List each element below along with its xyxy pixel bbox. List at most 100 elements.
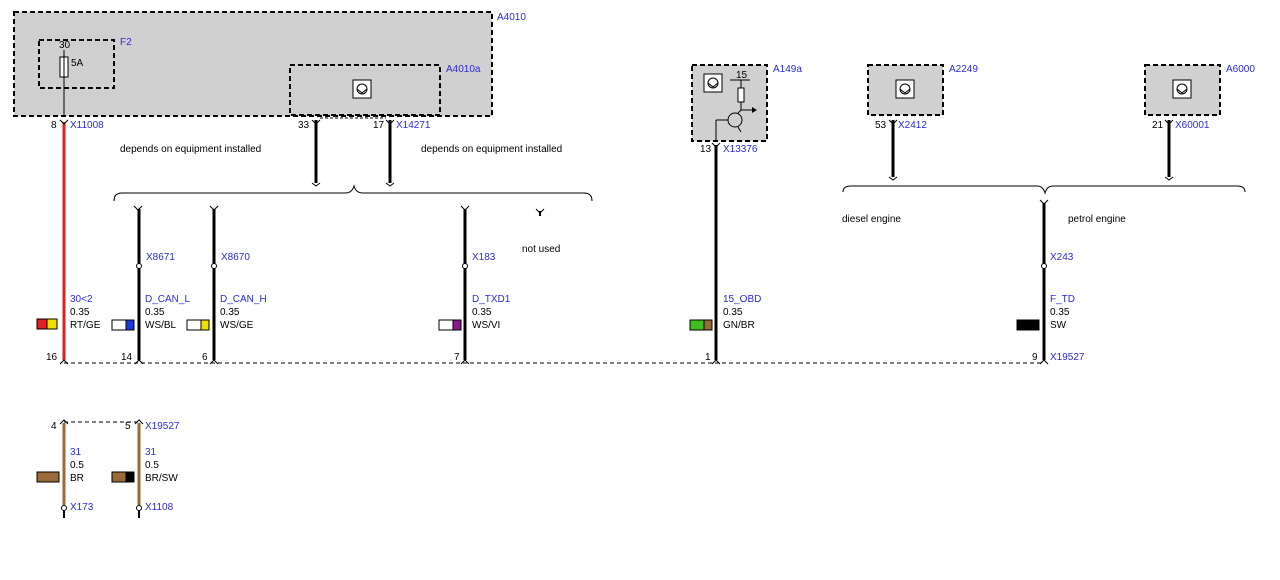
fuse-rating: 5A — [71, 58, 84, 69]
wire-label-g2: 31 0.5 BR/SW — [111, 447, 178, 484]
wire-signal: 31 — [145, 447, 157, 458]
pin-number: 17 — [373, 120, 385, 131]
color-swatch-icon — [111, 471, 127, 483]
module-a149a-box — [691, 64, 768, 142]
connector-label[interactable]: X19527 — [1050, 352, 1085, 363]
connector-arrow-icon — [311, 119, 321, 125]
connector-label[interactable]: X183 — [472, 252, 496, 263]
wire-d-can-l[interactable] — [133, 205, 143, 360]
pin-number: 21 — [1152, 120, 1164, 131]
connector-arrow-icon — [711, 359, 721, 365]
wire-size: 0.35 — [723, 307, 743, 318]
wire-size: 0.35 — [472, 307, 492, 318]
connector-label[interactable]: X2412 — [898, 120, 927, 131]
connector-label[interactable]: X1108 — [145, 502, 174, 513]
wire-d-txd1[interactable] — [460, 205, 470, 360]
color-swatch-icon — [125, 471, 135, 483]
module-a2249[interactable]: A2249 — [867, 64, 978, 116]
module-a4010a-label: A4010a — [446, 64, 481, 75]
note-not-used: not used — [522, 244, 560, 255]
pin-number: 14 — [121, 352, 133, 363]
wire-color: WS/VI — [472, 320, 500, 331]
diag-connector-x19527[interactable] — [59, 359, 1049, 365]
connector-arrow-icon — [209, 359, 219, 365]
module-a2249-label: A2249 — [949, 64, 978, 75]
connector-label[interactable]: X60001 — [1175, 120, 1210, 131]
wire-pin-17[interactable] — [385, 119, 395, 187]
module-a4010a[interactable]: A4010a — [289, 64, 481, 116]
wire-break-icon — [888, 176, 898, 181]
color-swatch-icon — [1016, 319, 1040, 331]
wire-ground-br-sw[interactable] — [136, 423, 142, 518]
wire-size: 0.35 — [145, 307, 165, 318]
wire-signal: 15_OBD — [723, 294, 761, 305]
wire-pin-33[interactable] — [311, 119, 321, 187]
connector-arrow-icon — [888, 119, 898, 125]
wire-size: 0.35 — [70, 307, 90, 318]
wire-ground-br[interactable] — [61, 423, 67, 518]
connector-label[interactable]: X8670 — [221, 252, 250, 263]
note-petrol: petrol engine — [1068, 214, 1126, 225]
connector-arrow-icon — [1164, 119, 1174, 125]
connector-arrow-icon — [385, 119, 395, 125]
wire-pin-21[interactable] — [1164, 119, 1174, 181]
wire-color: BR/SW — [145, 473, 178, 484]
wire-label-g1: 31 0.5 BR — [36, 447, 84, 484]
fuse-f2-box — [38, 39, 115, 89]
wire-pin-53[interactable] — [888, 119, 898, 181]
wire-color: SW — [1050, 320, 1067, 331]
connector-arrow-icon — [1039, 359, 1049, 365]
connector-label[interactable]: X19527 — [145, 421, 180, 432]
wire-f-td[interactable] — [1039, 199, 1049, 360]
wire-signal: D_TXD1 — [472, 294, 511, 305]
wire-signal: D_CAN_L — [145, 294, 190, 305]
pin-number: 13 — [700, 144, 712, 155]
wire-color: WS/BL — [145, 320, 177, 331]
wire-15-obd[interactable] — [711, 142, 721, 360]
note-diesel: diesel engine — [842, 214, 901, 225]
pin-number: 9 — [1032, 352, 1038, 363]
module-a6000[interactable]: A6000 — [1144, 64, 1255, 116]
color-swatch-icon — [438, 319, 454, 331]
wire-30-rt-ge[interactable] — [59, 119, 69, 360]
transistor-icon — [715, 79, 757, 141]
module-a4010-label: A4010 — [497, 12, 526, 23]
pin-number: 33 — [298, 120, 310, 131]
wire-color: WS/GE — [220, 320, 254, 331]
stub-not-used — [535, 208, 545, 216]
color-swatch-icon — [200, 319, 210, 331]
connector-arrow-icon — [59, 419, 69, 425]
fuse-f2[interactable]: F2 30 5A — [38, 37, 132, 116]
connector-arrow-icon — [711, 142, 721, 148]
color-swatch-icon — [703, 319, 713, 331]
wire-size: 0.5 — [70, 460, 84, 471]
wire-label-w4: D_TXD1 0.35 WS/VI — [438, 294, 511, 331]
pin-number: 8 — [51, 120, 57, 131]
terminal-icon — [61, 505, 67, 511]
connector-label[interactable]: X13376 — [723, 144, 758, 155]
wire-label-w5: 15_OBD 0.35 GN/BR — [689, 294, 761, 331]
connector-arrow-icon — [134, 419, 144, 425]
pin-number: 16 — [46, 352, 58, 363]
control-unit-icon — [703, 73, 723, 93]
control-unit-icon — [352, 79, 372, 99]
ground-connector-x19527[interactable] — [59, 419, 144, 425]
connector-label[interactable]: X14271 — [396, 120, 431, 131]
connector-label[interactable]: X8671 — [146, 252, 175, 263]
connector-label[interactable]: X11008 — [70, 120, 104, 131]
wire-d-can-h[interactable] — [209, 205, 219, 360]
connector-label[interactable]: X243 — [1050, 252, 1074, 263]
wire-break-icon — [1164, 176, 1174, 181]
color-swatch-icon — [125, 319, 135, 331]
wire-size: 0.35 — [1050, 307, 1070, 318]
wire-color: RT/GE — [70, 320, 101, 331]
wire-label-w2: D_CAN_L 0.35 WS/BL — [111, 294, 190, 331]
fuse-pin-number: 30 — [59, 40, 71, 51]
connector-arrow-icon — [59, 119, 69, 125]
connector-label[interactable]: X173 — [70, 502, 94, 513]
module-a149a[interactable]: A149a 15 — [691, 64, 802, 142]
note-equipment: depends on equipment installed — [421, 144, 562, 155]
control-unit-icon — [1172, 79, 1192, 99]
inline-connector-icon — [136, 263, 142, 269]
wire-color: BR — [70, 473, 84, 484]
